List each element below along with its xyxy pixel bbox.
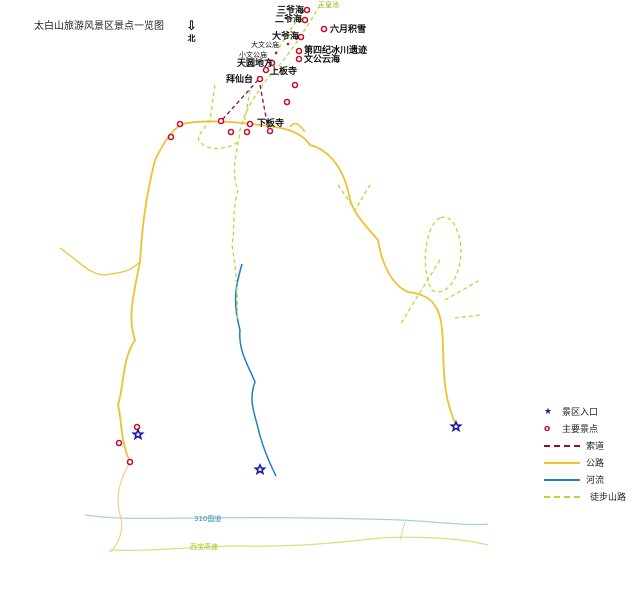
river bbox=[234, 263, 277, 477]
label-g310: 310国道 bbox=[194, 515, 222, 523]
west-road-branch bbox=[59, 247, 141, 276]
north-indicator: ⇩ 北 bbox=[186, 19, 197, 43]
label-wengongyunhai: 文公云海 bbox=[304, 55, 341, 65]
legend-river: 河流 bbox=[544, 471, 626, 488]
label-dawengong: 大文公庙 bbox=[251, 41, 279, 49]
label-xiabansi: 下板寺 bbox=[257, 119, 285, 129]
sight-markers bbox=[115, 6, 328, 466]
label-dayehai: 大爷海 bbox=[272, 32, 300, 42]
label-eryehai: 二爷海 bbox=[275, 15, 303, 25]
main-road-loop bbox=[117, 120, 457, 463]
legend-trail: 徒步山路 bbox=[544, 488, 626, 505]
circle-icon: o bbox=[544, 423, 551, 434]
star-icon: ★ bbox=[544, 406, 553, 417]
xibao-expressway bbox=[109, 536, 489, 551]
minor-road bbox=[399, 521, 406, 541]
label-xibao: 西宝高速 bbox=[190, 543, 218, 551]
south-road bbox=[109, 461, 131, 553]
cableway bbox=[221, 79, 269, 129]
label-sanyehai: 三爷海 bbox=[277, 6, 305, 16]
star-icon bbox=[449, 419, 463, 433]
legend-road: 公路 bbox=[544, 454, 626, 471]
arrow-down-icon: ⇩ bbox=[186, 19, 197, 34]
label-baixiantai: 拜仙台 bbox=[226, 75, 254, 85]
star-icon bbox=[131, 427, 145, 441]
g310-road bbox=[84, 514, 489, 526]
label-bingchuan: 第四纪冰川遗迹 bbox=[304, 46, 368, 56]
legend-entrance: ★景区入口 bbox=[544, 406, 599, 419]
map-title: 太白山旅游风景区景点一览图 bbox=[34, 21, 164, 32]
temple-dots bbox=[274, 42, 290, 55]
label-shangbansi: 上板寺 bbox=[270, 67, 298, 77]
legend-cableway: 索道 bbox=[544, 437, 626, 454]
peak-road bbox=[289, 122, 306, 133]
label-yuhuangchi: 玉皇池 bbox=[318, 1, 339, 9]
label-liuyue: 六月积雪 bbox=[330, 25, 367, 35]
star-icon bbox=[253, 462, 267, 476]
entrance-stars bbox=[131, 419, 463, 476]
label-xiaowengong: 小文公庙 bbox=[239, 51, 267, 59]
label-tianyuan: 天圆地方 bbox=[237, 59, 274, 69]
